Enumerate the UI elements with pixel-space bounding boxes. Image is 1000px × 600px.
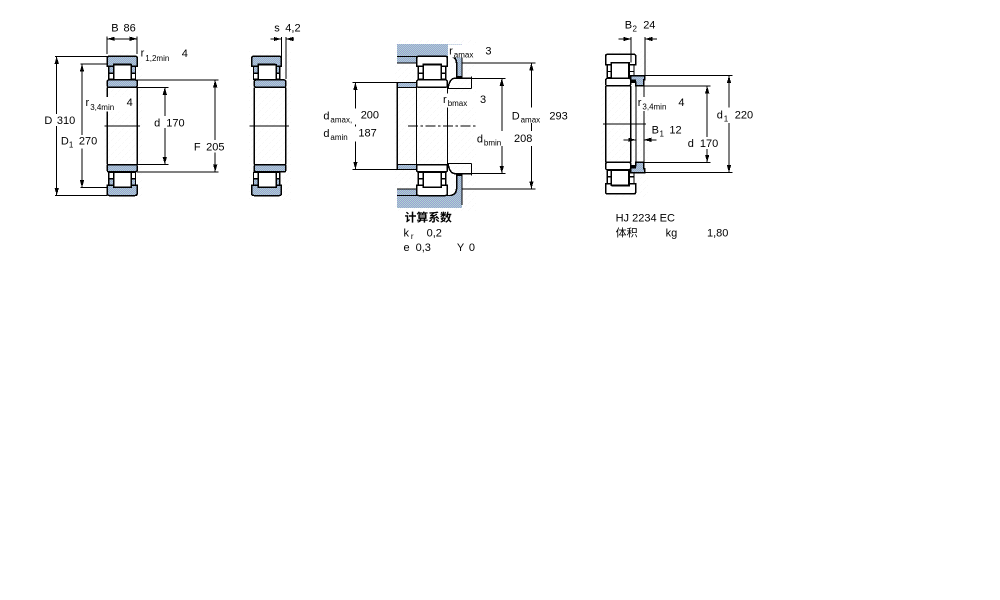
svg-text:4: 4 [678, 97, 684, 109]
svg-text:0,3: 0,3 [416, 242, 431, 254]
svg-text:amax: amax [521, 116, 541, 125]
svg-text:4: 4 [127, 97, 133, 109]
svg-text:86: 86 [124, 22, 136, 34]
svg-text:bmax: bmax [448, 99, 468, 108]
svg-text:3,4min: 3,4min [90, 103, 114, 112]
svg-text:170: 170 [166, 117, 184, 129]
svg-text:205: 205 [206, 142, 224, 154]
svg-text:r: r [141, 48, 145, 60]
svg-text:3,4min: 3,4min [642, 102, 666, 111]
svg-text:D: D [61, 136, 69, 148]
svg-text:B: B [625, 19, 632, 31]
svg-text:d: d [717, 109, 723, 121]
svg-text:d: d [323, 128, 329, 140]
svg-text:170: 170 [700, 138, 718, 150]
svg-text:amax: amax [454, 51, 474, 60]
svg-text:kg: kg [666, 228, 678, 240]
svg-text:d: d [477, 134, 483, 146]
svg-text:1: 1 [69, 141, 74, 150]
svg-text:B: B [111, 22, 118, 34]
svg-text:D: D [44, 115, 52, 127]
svg-text:B: B [652, 125, 659, 137]
svg-text:187: 187 [358, 127, 376, 139]
svg-text:amin: amin [330, 133, 347, 142]
svg-text:24: 24 [643, 19, 655, 31]
svg-text:s: s [274, 23, 280, 35]
svg-text:r: r [449, 45, 453, 57]
svg-text:r: r [86, 97, 90, 109]
svg-text:amax,: amax, [330, 115, 352, 124]
svg-text:0: 0 [469, 242, 475, 254]
svg-text:r: r [411, 232, 414, 241]
svg-text:D: D [512, 110, 520, 122]
svg-text:208: 208 [514, 133, 532, 145]
svg-text:d: d [323, 110, 329, 122]
svg-text:1: 1 [660, 130, 665, 139]
svg-text:3: 3 [485, 46, 491, 58]
svg-text:293: 293 [549, 110, 567, 122]
svg-text:200: 200 [361, 110, 379, 122]
svg-text:HJ 2234 EC: HJ 2234 EC [616, 213, 675, 225]
svg-text:1,80: 1,80 [707, 228, 728, 240]
svg-text:k: k [404, 228, 410, 240]
svg-text:r: r [638, 97, 642, 109]
svg-text:d: d [154, 117, 160, 129]
svg-text:4: 4 [182, 48, 188, 60]
svg-text:r: r [443, 94, 447, 106]
svg-text:3: 3 [480, 94, 486, 106]
svg-text:bmin: bmin [484, 139, 501, 148]
svg-text:1,2min: 1,2min [145, 54, 169, 63]
svg-text:1: 1 [724, 115, 729, 124]
svg-text:F: F [194, 142, 201, 154]
svg-text:d: d [688, 138, 694, 150]
svg-text:2: 2 [633, 24, 638, 33]
svg-text:270: 270 [79, 136, 97, 148]
svg-text:4,2: 4,2 [285, 23, 300, 35]
svg-text:12: 12 [669, 125, 681, 137]
svg-text:310: 310 [57, 115, 75, 127]
svg-text:e: e [404, 242, 410, 254]
svg-text:0,2: 0,2 [427, 228, 442, 240]
svg-text:220: 220 [735, 109, 753, 121]
svg-text:Y: Y [457, 242, 465, 254]
